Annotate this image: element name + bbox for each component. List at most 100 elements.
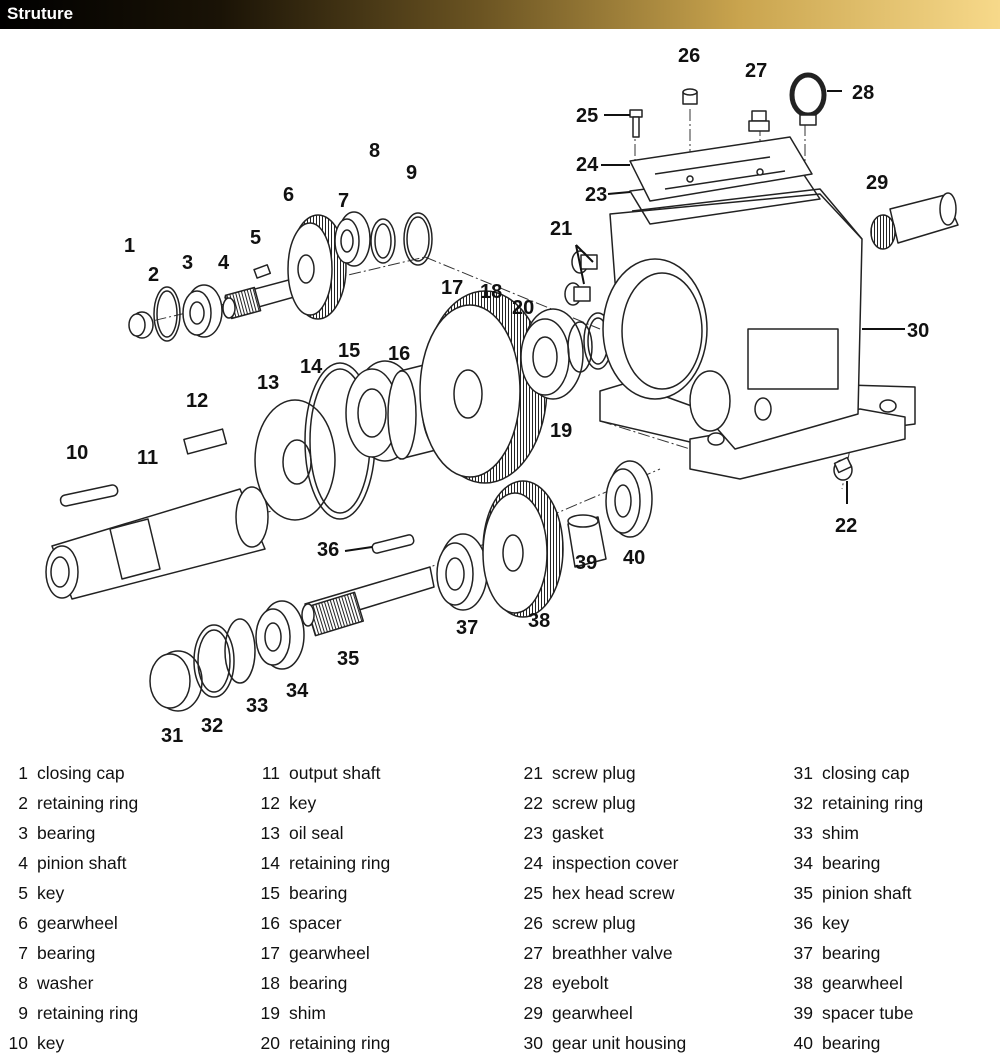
callout-20: 20 — [512, 297, 534, 319]
legend-item-number: 9 — [18, 1003, 28, 1023]
legend-item-label: closing cap — [822, 763, 910, 783]
callout-40: 40 — [623, 547, 645, 569]
legend-item: 29 gearwheel — [515, 998, 686, 1028]
legend-item-number: 31 — [793, 763, 813, 783]
legend-item-label: key — [37, 883, 65, 903]
part-key-5 — [253, 264, 272, 279]
part-output-shaft-11 — [45, 486, 269, 600]
legend-item-label: hex head screw — [552, 883, 675, 903]
callout-32: 32 — [201, 715, 223, 737]
legend-item-label: retaining ring — [37, 1003, 139, 1023]
legend-item-label: inspection cover — [552, 853, 679, 873]
legend-item-number: 4 — [18, 853, 28, 873]
legend-item-number: 18 — [260, 973, 280, 993]
legend-item-number: 33 — [793, 823, 813, 843]
callout-17: 17 — [441, 277, 463, 299]
legend-item-number: 1 — [18, 763, 28, 783]
legend-item-label: shim — [289, 1003, 326, 1023]
callout-4: 4 — [218, 252, 230, 274]
callout-6: 6 — [283, 184, 294, 206]
part-hex-head-screw-25 — [629, 109, 643, 138]
legend-item-label: bearing — [822, 853, 881, 873]
legend-item-label: pinion shaft — [37, 853, 127, 873]
callout-13: 13 — [257, 372, 279, 394]
legend-item: 5 key — [0, 878, 138, 908]
part-retaining-ring-32 — [193, 624, 235, 698]
legend-item-number: 39 — [793, 1003, 813, 1023]
part-bearing-7 — [334, 211, 371, 267]
legend-item-label: retaining ring — [289, 853, 391, 873]
callout-15: 15 — [338, 340, 360, 362]
part-pinion-shaft-35 — [301, 566, 435, 637]
legend-item-number: 29 — [523, 1003, 543, 1023]
legend-item-label: gearwheel — [37, 913, 118, 933]
callout-14: 14 — [300, 356, 323, 378]
callout-11: 11 — [137, 447, 158, 469]
part-shim-19 — [567, 321, 593, 373]
legend-item-label: screw plug — [552, 763, 636, 783]
callout-37: 37 — [456, 617, 478, 639]
part-bearing-18 — [520, 308, 584, 400]
part-key-12 — [183, 428, 228, 455]
legend-item-label: bearing — [37, 943, 96, 963]
part-closing-cap-1 — [128, 311, 154, 339]
legend-item: 31 closing cap — [785, 758, 923, 788]
legend-item-label: gearwheel — [552, 1003, 633, 1023]
part-screw-plug-22 — [833, 456, 853, 481]
legend-item-label: screw plug — [552, 793, 636, 813]
callout-3: 3 — [182, 252, 193, 274]
legend-item-number: 30 — [523, 1033, 543, 1053]
legend-item-label: breathher valve — [552, 943, 673, 963]
legend-item: 1 closing cap — [0, 758, 138, 788]
part-screw-plug-21 — [564, 250, 598, 306]
legend-item-number: 22 — [523, 793, 543, 813]
part-bearing-3 — [182, 284, 223, 338]
callout-22: 22 — [835, 515, 857, 537]
legend-item: 4 pinion shaft — [0, 848, 138, 878]
legend-item-label: closing cap — [37, 763, 125, 783]
legend-item-label: retaining ring — [289, 1033, 391, 1053]
callout-10: 10 — [66, 442, 88, 464]
legend-item-label: gasket — [552, 823, 604, 843]
part-closing-cap-31 — [149, 650, 203, 712]
callout-19: 19 — [550, 420, 572, 442]
part-key-10 — [59, 484, 119, 507]
legend-item-label: key — [289, 793, 317, 813]
legend-item-number: 36 — [793, 913, 813, 933]
callout-9: 9 — [406, 162, 417, 184]
legend-item-number: 28 — [523, 973, 543, 993]
legend-item-number: 32 — [793, 793, 813, 813]
callout-36: 36 — [317, 539, 339, 561]
legend-item-number: 5 — [18, 883, 28, 903]
legend-item-label: bearing — [822, 943, 881, 963]
legend-item-label: shim — [822, 823, 859, 843]
callout-2: 2 — [148, 264, 159, 286]
legend-item-number: 35 — [793, 883, 813, 903]
part-retaining-ring-9 — [403, 212, 433, 266]
legend-item-number: 13 — [260, 823, 280, 843]
legend-item-number: 24 — [523, 853, 543, 873]
legend-item-label: gearwheel — [289, 943, 370, 963]
legend-item-number: 10 — [8, 1033, 28, 1053]
legend-item-number: 19 — [260, 1003, 280, 1023]
legend-item-label: oil seal — [289, 823, 344, 843]
callout-12: 12 — [186, 390, 208, 412]
legend-item-number: 2 — [18, 793, 28, 813]
callout-30: 30 — [907, 320, 929, 342]
part-gearwheel-6 — [287, 214, 347, 320]
page-title: Struture — [7, 4, 74, 23]
legend-item-label: key — [37, 1033, 65, 1053]
part-breather-valve-27 — [748, 110, 770, 132]
